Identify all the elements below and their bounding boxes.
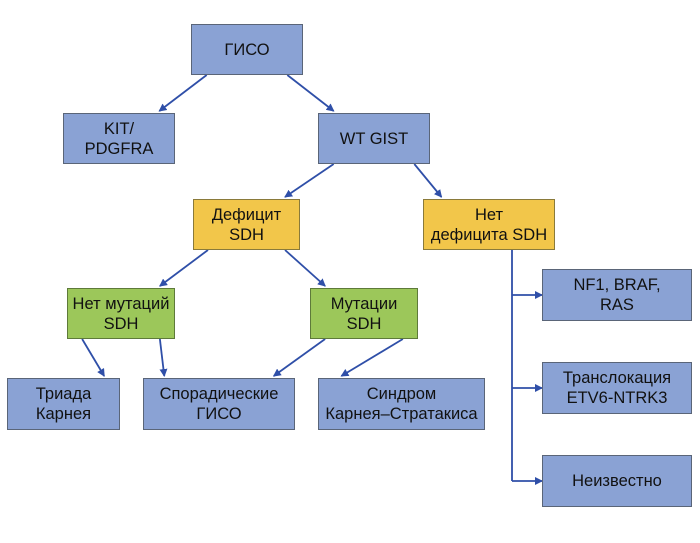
edge-giso-to-kit-pdgfra <box>158 74 208 112</box>
node-nf1-braf-ras: NF1, BRAF, RAS <box>542 269 692 321</box>
node-sporadic-giso: Спорадические ГИСО <box>143 378 295 430</box>
node-etv6-ntrk3-translocation: Транслокация ETV6-NTRK3 <box>542 362 692 414</box>
edge-wt-gist-to-sdh-not-deficient <box>413 163 443 198</box>
edge-sdh-deficient-to-sdh-mutations <box>284 249 326 287</box>
node-sdh-deficient: Дефицит SDH <box>193 199 300 250</box>
edge-sdh-mutations-to-carney-stratakis <box>340 338 404 377</box>
edge-no-sdh-mutations-to-carney-triad <box>81 338 105 377</box>
node-no-sdh-mutations: Нет мутаций SDH <box>67 288 175 339</box>
edge-sdh-deficient-to-no-sdh-mutations <box>159 249 209 287</box>
node-unknown: Неизвестно <box>542 455 692 507</box>
node-sdh-not-deficient: Нет дефицита SDH <box>423 199 555 250</box>
edge-wt-gist-to-sdh-deficient <box>284 163 335 198</box>
edge-sdh-mutations-to-sporadic-giso <box>272 338 326 377</box>
node-carney-stratakis-syndrome: Синдром Карнея–Стратакиса <box>318 378 485 430</box>
node-carney-triad: Триада Карнея <box>7 378 120 430</box>
node-kit-pdgfra: KIT/ PDGFRA <box>63 113 175 164</box>
edge-no-sdh-mutations-to-sporadic-giso <box>158 338 168 377</box>
node-wt-gist: WT GIST <box>318 113 430 164</box>
node-giso: ГИСО <box>191 24 303 75</box>
edge-giso-to-wt-gist <box>286 74 335 112</box>
node-sdh-mutations: Мутации SDH <box>310 288 418 339</box>
